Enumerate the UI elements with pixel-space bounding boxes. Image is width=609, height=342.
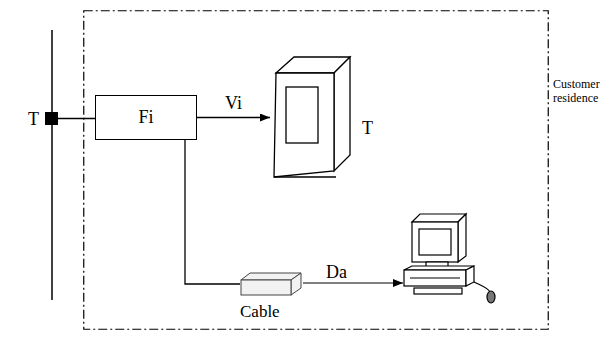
connector <box>58 118 95 119</box>
node-label: Fi <box>138 107 153 128</box>
signal-name: Da <box>324 263 349 281</box>
cable-modem: Cable <box>240 272 302 296</box>
television: T <box>270 55 352 180</box>
connector <box>197 117 270 118</box>
node-label: Cable <box>240 302 302 322</box>
distribution-line <box>51 30 53 300</box>
data-signal-arrow <box>303 282 403 283</box>
signal-name: Vi <box>223 94 244 112</box>
node-label: T <box>362 118 382 139</box>
cable-modem-outline <box>240 272 302 296</box>
computer-illustration <box>404 214 495 303</box>
television-outline <box>270 55 352 180</box>
node-label: T <box>23 109 39 130</box>
residence-region: FiTCableCustomer residence <box>83 10 549 330</box>
node-label: Customer residence <box>553 78 603 106</box>
filter-box: Fi <box>95 95 197 140</box>
tap-square: T <box>45 112 58 125</box>
connector <box>185 140 240 284</box>
